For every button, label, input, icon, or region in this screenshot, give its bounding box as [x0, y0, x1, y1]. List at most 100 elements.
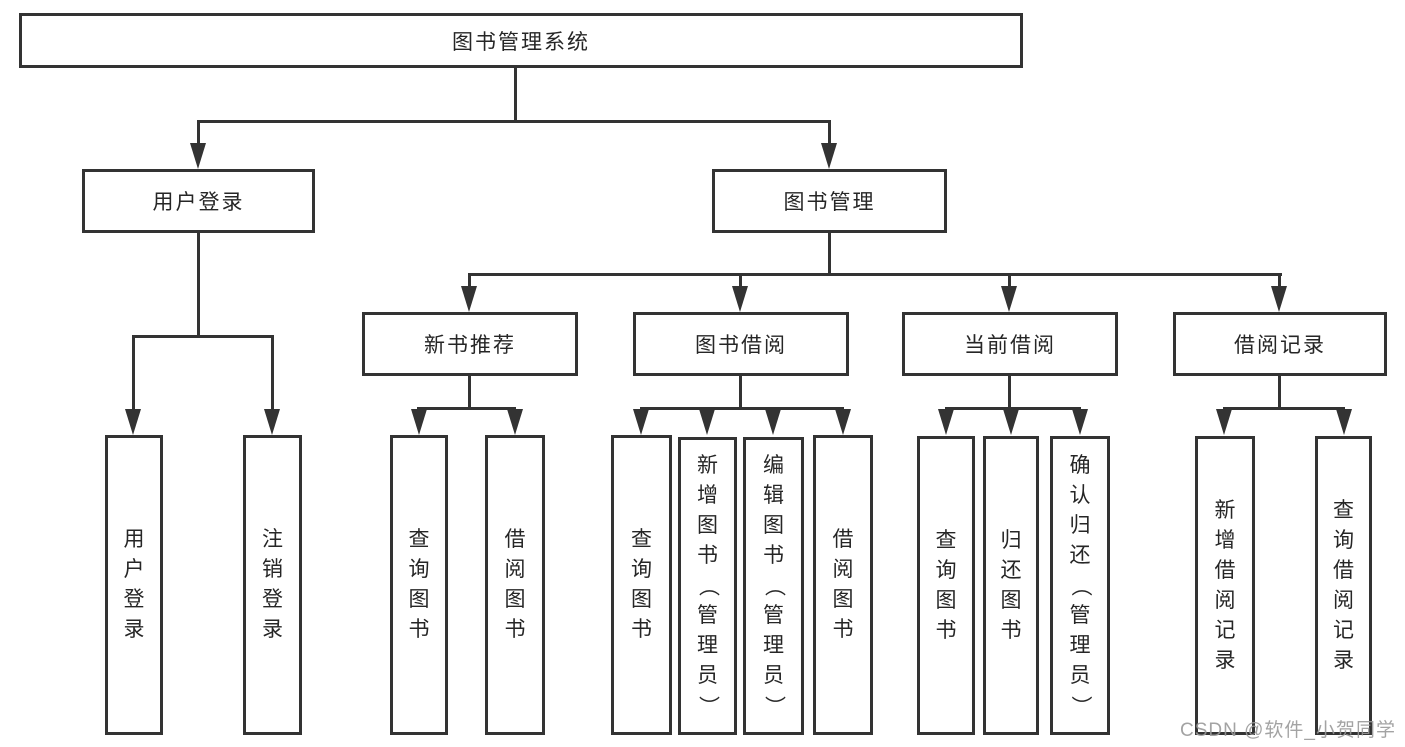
vertical-char: 询: [935, 558, 957, 582]
vertical-char: 认: [1069, 483, 1091, 507]
vertical-char: 图: [697, 514, 718, 537]
vertical-char: ）: [696, 695, 720, 717]
vertical-char: （: [1069, 575, 1092, 596]
edge-to-borrow-records-stem: [1278, 273, 1281, 291]
arrowhead-leaf-borrow-books-1: [507, 409, 523, 435]
vertical-char: 书: [697, 544, 718, 567]
vertical-char: 员: [1069, 663, 1091, 687]
arrowhead-leaf-add-books: [699, 409, 715, 435]
vertical-char: 询: [1333, 528, 1354, 552]
vertical-char: 书: [408, 618, 430, 641]
arrowhead-book-borrow: [732, 286, 748, 312]
vertical-char: 用: [123, 528, 145, 551]
arrowhead-book-mgmt: [821, 143, 837, 169]
node-leaf-query-books-3: 查询图书: [917, 436, 975, 735]
vertical-char: 理: [697, 634, 718, 657]
vertical-char: 图: [763, 514, 784, 537]
node-current-borrow-label: 当前借阅: [964, 334, 1056, 357]
arrowhead-leaf-borrow-books-2: [835, 409, 851, 435]
node-book-borrow-label: 图书借阅: [695, 334, 787, 357]
vertical-char: 借: [1333, 558, 1354, 582]
edge-book-mgmt-trunk: [828, 233, 831, 273]
vertical-char: 员: [763, 664, 784, 687]
vertical-char: 增: [1214, 528, 1236, 552]
vertical-char: 借: [832, 528, 854, 551]
vertical-char: 编: [763, 454, 784, 477]
vertical-char: 还: [1000, 558, 1022, 582]
node-borrow-records: 借阅记录: [1173, 312, 1387, 376]
node-root-label: 图书管理系统: [452, 30, 590, 54]
vertical-char: 登: [262, 588, 283, 611]
node-leaf-query-books-2: 查询图书: [611, 435, 672, 735]
arrowhead-leaf-edit-books: [765, 409, 781, 435]
vertical-char: 书: [763, 544, 784, 567]
vertical-char: 记: [1333, 618, 1354, 642]
edge-new-book-rec-hline: [417, 407, 516, 410]
arrowhead-user-login: [190, 143, 206, 169]
edge-user-login-hline: [132, 335, 274, 338]
node-leaf-add-borrow-record: 新增借阅记录: [1195, 436, 1255, 735]
vertical-char: 借: [504, 528, 526, 551]
vertical-char: 管: [697, 604, 718, 627]
edge-book-borrow-hline: [640, 407, 844, 410]
vertical-char: （: [696, 575, 720, 597]
vertical-char: ）: [1069, 695, 1092, 716]
vertical-char: 录: [1214, 648, 1236, 672]
node-user-login-label: 用户登录: [152, 191, 245, 214]
arrowhead-new-book-rec: [461, 286, 477, 312]
node-user-login: 用户登录: [82, 169, 315, 233]
edge-current-borrow-hline: [945, 407, 1081, 410]
arrowhead-leaf-query-books-3: [938, 409, 954, 435]
vertical-char: 阅: [1333, 588, 1354, 612]
edge-root-to-book-mgmt-stem: [828, 120, 831, 148]
edge-book-borrow-trunk: [739, 376, 742, 408]
vertical-char: 书: [1000, 618, 1022, 642]
arrowhead-leaf-query-borrow-record: [1336, 409, 1352, 435]
vertical-char: 阅: [832, 558, 854, 581]
vertical-char: 还: [1069, 543, 1091, 567]
node-leaf-query-borrow-record: 查询借阅记录: [1315, 436, 1372, 735]
arrowhead-leaf-user-login: [125, 409, 141, 435]
vertical-char: 归: [1069, 513, 1091, 537]
arrowhead-leaf-confirm-return: [1072, 409, 1088, 435]
vertical-char: 记: [1214, 618, 1236, 642]
arrowhead-leaf-logout: [264, 409, 280, 435]
vertical-char: 归: [1000, 528, 1022, 552]
arrowhead-leaf-return-books: [1003, 409, 1019, 435]
node-current-borrow: 当前借阅: [902, 312, 1118, 376]
edge-to-book-borrow-stem: [739, 273, 742, 291]
vertical-char: 查: [408, 528, 430, 551]
node-leaf-query-books-1: 查询图书: [390, 435, 448, 735]
edge-current-borrow-trunk: [1008, 376, 1011, 408]
vertical-char: 图: [935, 588, 957, 612]
node-leaf-logout: 注销登录: [243, 435, 302, 735]
edge-borrow-records-trunk: [1278, 376, 1281, 408]
vertical-char: 录: [123, 618, 145, 641]
vertical-char: 户: [123, 558, 145, 581]
vertical-char: 销: [262, 558, 283, 581]
edge-book-mgmt-hline: [469, 273, 1282, 276]
vertical-char: 阅: [504, 558, 526, 581]
edge-root-to-user-login-stem: [197, 120, 200, 148]
arrowhead-leaf-query-books-2: [633, 409, 649, 435]
edge-to-leaf-user-login-stem: [132, 335, 135, 413]
vertical-char: 书: [631, 618, 652, 641]
vertical-char: 图: [832, 588, 854, 611]
node-root: 图书管理系统: [19, 13, 1023, 68]
vertical-char: 员: [697, 664, 718, 687]
vertical-char: 增: [697, 484, 718, 507]
vertical-char: 图: [408, 588, 430, 611]
node-new-book-rec-label: 新书推荐: [424, 334, 516, 357]
node-book-mgmt-label: 图书管理: [783, 191, 876, 214]
vertical-char: 查: [1333, 498, 1354, 522]
edge-to-leaf-logout-stem: [271, 335, 274, 413]
vertical-char: 确: [1069, 453, 1091, 477]
edge-to-current-borrow-stem: [1008, 273, 1011, 291]
node-book-mgmt: 图书管理: [712, 169, 947, 233]
vertical-char: 询: [408, 558, 430, 581]
vertical-char: ）: [762, 695, 786, 717]
node-borrow-records-label: 借阅记录: [1234, 334, 1326, 357]
node-leaf-return-books: 归还图书: [983, 436, 1039, 735]
vertical-char: 图: [1000, 588, 1022, 612]
vertical-char: 查: [935, 528, 957, 552]
